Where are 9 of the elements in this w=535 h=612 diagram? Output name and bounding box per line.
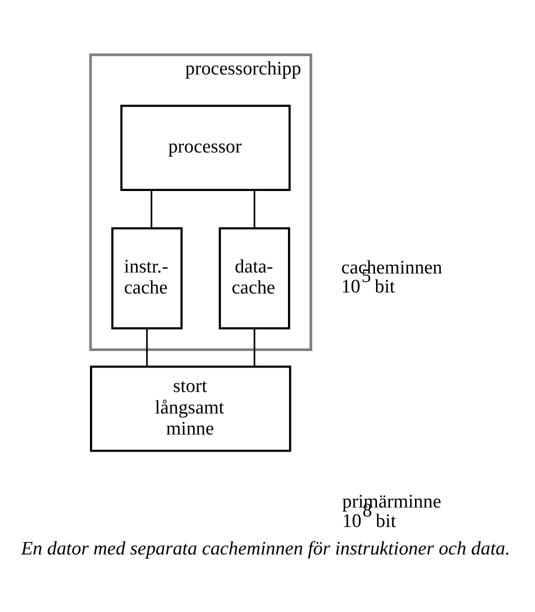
node-box: instr.- cache xyxy=(111,227,183,330)
node-box: stort långsamt minne xyxy=(90,366,292,452)
node-box: data- cache xyxy=(218,227,290,330)
caption: En dator med separata cacheminnen för instruktioner och data. xyxy=(21,538,510,560)
connector xyxy=(146,328,148,367)
node-box: processor xyxy=(120,104,291,192)
connector xyxy=(254,190,256,228)
connector xyxy=(150,190,152,228)
connector xyxy=(254,328,256,367)
